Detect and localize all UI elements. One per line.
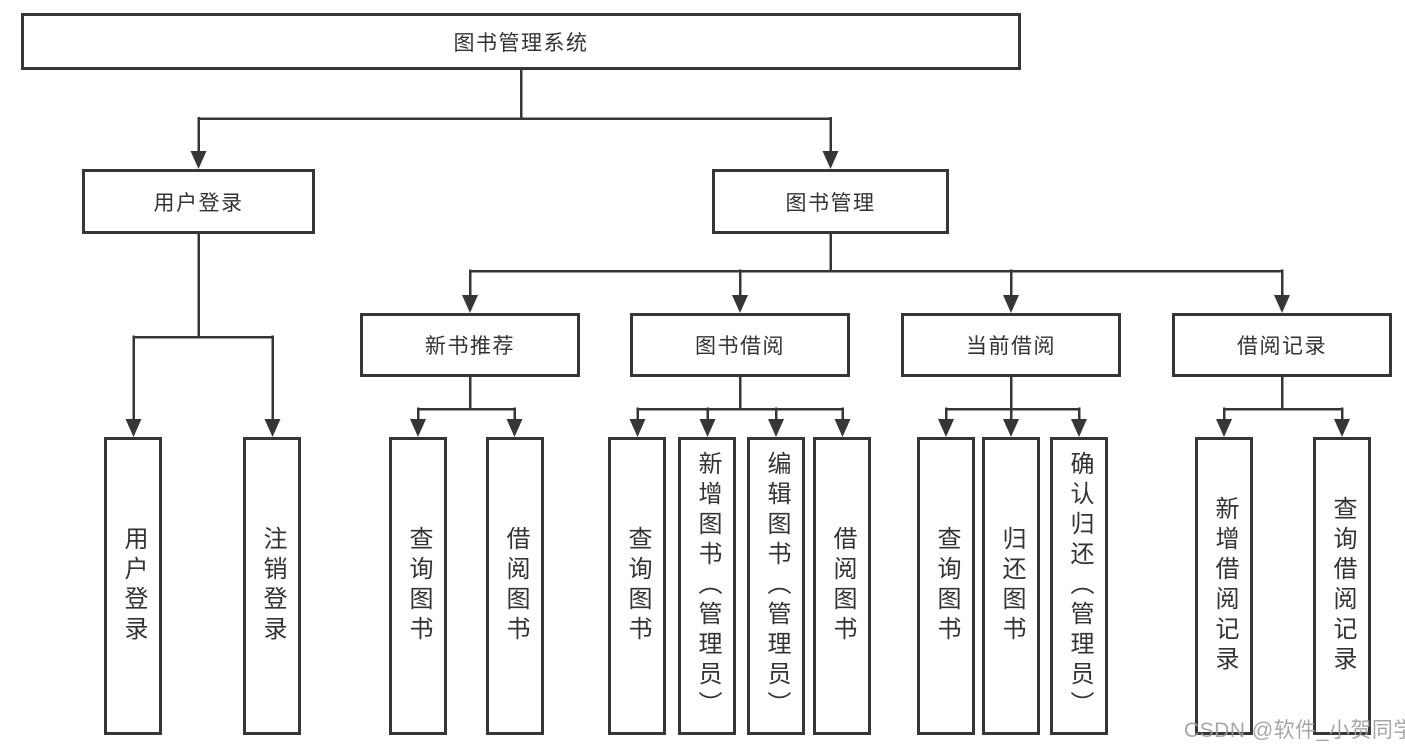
node-user-login: 用户登录 <box>82 169 315 234</box>
arrowhead-l3-4 <box>1274 295 1290 313</box>
leaf-user-login: 用户登录 <box>104 437 162 735</box>
node-current-borrow: 当前借阅 <box>901 313 1121 377</box>
arrowhead-user-login <box>190 151 207 169</box>
leaf-confirm-return-admin-label: 确认归还（管理员） <box>1066 451 1093 721</box>
arrowhead-leaf-c2 <box>699 419 716 437</box>
node-borrow-records: 借阅记录 <box>1172 313 1392 377</box>
leaf-add-book-admin-label: 新增图书（管理员） <box>694 451 721 721</box>
leaf-confirm-return-admin: 确认归还（管理员） <box>1050 437 1108 735</box>
leaf-query-books-recommend-label: 查询图书 <box>405 526 432 646</box>
leaf-query-borrow-record: 查询借阅记录 <box>1313 437 1371 735</box>
arrowhead-leaf-a1 <box>125 419 142 437</box>
leaf-edit-book-admin-label: 编辑图书（管理员） <box>763 451 790 721</box>
leaf-query-books-current: 查询图书 <box>917 437 975 735</box>
arrowhead-leaf-c3 <box>768 419 784 437</box>
leaf-borrow-books-recommend: 借阅图书 <box>486 437 544 735</box>
arrowhead-leaf-c1 <box>629 419 646 437</box>
leaf-query-books-recommend: 查询图书 <box>389 437 447 735</box>
leaf-return-books: 归还图书 <box>982 437 1040 735</box>
leaf-add-book-admin: 新增图书（管理员） <box>678 437 736 735</box>
arrowhead-leaf-b1 <box>410 419 426 437</box>
leaf-borrow-books: 借阅图书 <box>813 437 871 735</box>
leaf-query-borrow-record-label: 查询借阅记录 <box>1329 496 1356 676</box>
arrowhead-leaf-e2 <box>1334 419 1350 437</box>
node-book-borrow: 图书借阅 <box>630 313 850 377</box>
leaf-query-books-borrow: 查询图书 <box>608 437 666 735</box>
arrowhead-leaf-a2 <box>264 419 281 437</box>
arrowhead-leaf-e1 <box>1216 419 1232 437</box>
leaf-edit-book-admin: 编辑图书（管理员） <box>747 437 805 735</box>
leaf-user-login-label: 用户登录 <box>120 526 147 646</box>
arrowhead-l3-3 <box>1003 295 1019 313</box>
leaf-borrow-books-recommend-label: 借阅图书 <box>502 526 529 646</box>
node-book-management: 图书管理 <box>712 169 949 234</box>
leaf-query-books-borrow-label: 查询图书 <box>624 526 651 646</box>
arrowhead-leaf-d1 <box>938 419 954 437</box>
arrowhead-leaf-d3 <box>1071 419 1087 437</box>
leaf-logout: 注销登录 <box>243 437 301 735</box>
node-new-book-recommend: 新书推荐 <box>360 313 580 377</box>
leaf-query-books-current-label: 查询图书 <box>933 526 960 646</box>
node-root: 图书管理系统 <box>21 13 1021 70</box>
arrowhead-leaf-c4 <box>834 419 851 437</box>
watermark: CSDN @软件_小贺同学 <box>1184 719 1405 742</box>
arrowhead-leaf-d2 <box>1003 419 1019 437</box>
arrowhead-l3-2 <box>732 295 748 313</box>
arrowhead-book-mgmt <box>822 151 839 169</box>
arrowhead-leaf-b2 <box>506 419 523 437</box>
leaf-return-books-label: 归还图书 <box>998 526 1025 646</box>
arrowhead-l3-1 <box>462 295 478 313</box>
leaf-add-borrow-record-label: 新增借阅记录 <box>1211 496 1238 676</box>
leaf-borrow-books-label: 借阅图书 <box>829 526 856 646</box>
leaf-add-borrow-record: 新增借阅记录 <box>1195 437 1253 735</box>
leaf-logout-label: 注销登录 <box>259 526 286 646</box>
